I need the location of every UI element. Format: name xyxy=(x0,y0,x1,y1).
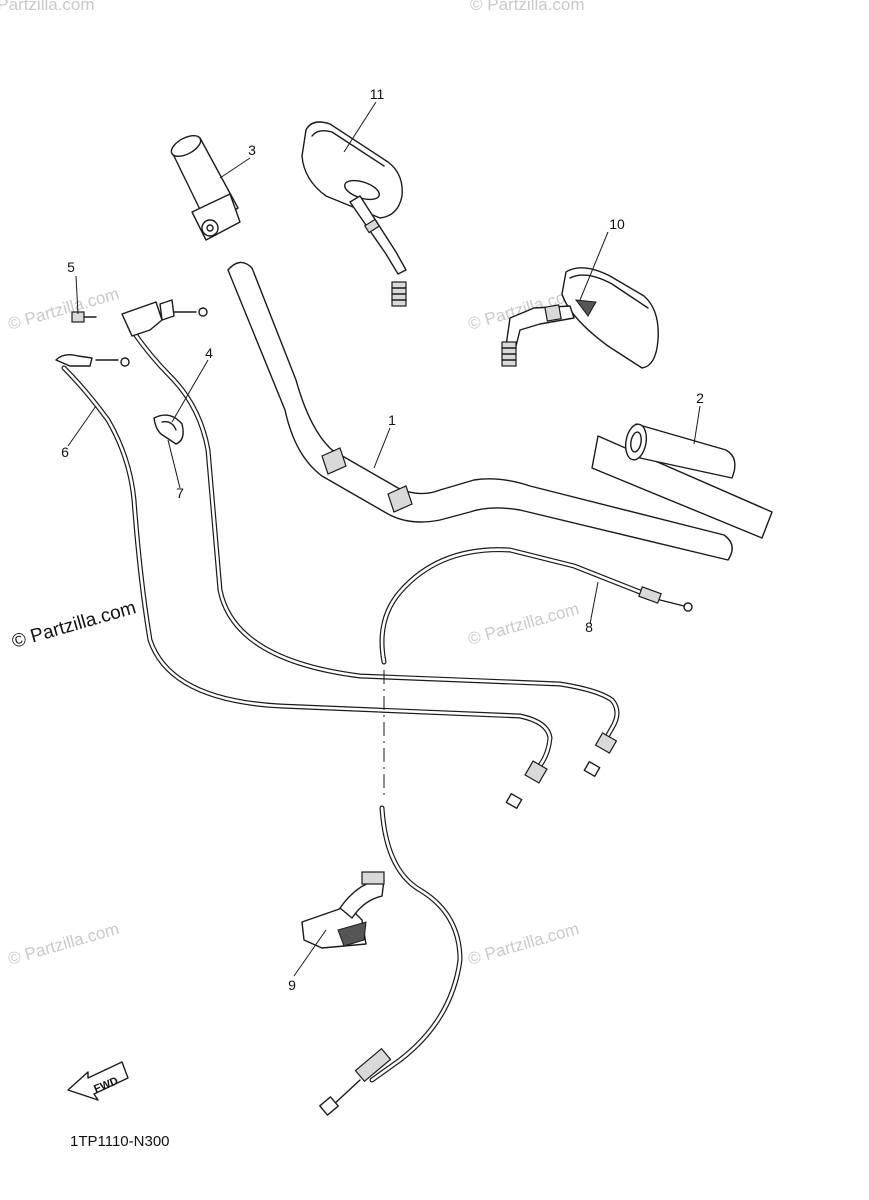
callout-numbers: 1 2 3 4 5 6 7 8 9 10 11 xyxy=(61,86,704,993)
clamp-part-7[interactable] xyxy=(153,414,184,445)
callout-1: 1 xyxy=(388,412,396,428)
throttle-cable-part-4[interactable] xyxy=(129,327,620,778)
clutch-cable-part-8[interactable] xyxy=(319,547,693,1116)
callout-3: 3 xyxy=(248,142,256,158)
mirror-right-part-10[interactable] xyxy=(501,267,659,369)
callout-9: 9 xyxy=(288,977,296,993)
throttle-cable-part-6[interactable] xyxy=(61,365,553,810)
grip-part-2[interactable] xyxy=(591,423,773,539)
watermark-middle-right: © Partzilla.com xyxy=(466,599,581,649)
watermark-upper-left: © Partzilla.com xyxy=(6,284,121,334)
callout-7: 7 xyxy=(176,485,184,501)
grip-part-3[interactable] xyxy=(168,131,241,241)
screw-part-5[interactable] xyxy=(71,311,97,323)
cable-fitting-upper xyxy=(55,299,208,367)
callout-6: 6 xyxy=(61,444,69,460)
callout-5: 5 xyxy=(67,259,75,275)
callout-2: 2 xyxy=(696,390,704,406)
lever-holder-part-9[interactable] xyxy=(301,871,385,949)
diagram-code: 1TP1110-N300 xyxy=(70,1133,170,1150)
forward-direction-arrow-icon: FWD xyxy=(67,1061,129,1101)
watermark-lower-right: © Partzilla.com xyxy=(466,919,581,969)
watermark-top-left: © Partzilla.com xyxy=(0,0,95,14)
callout-8: 8 xyxy=(585,619,593,635)
handlebar-part-1[interactable] xyxy=(227,261,733,561)
mirror-left-part-11[interactable] xyxy=(301,121,407,307)
watermark-lower-left: © Partzilla.com xyxy=(6,919,121,969)
callout-10: 10 xyxy=(609,216,625,232)
callout-11: 11 xyxy=(370,86,385,102)
watermark-top-right: © Partzilla.com xyxy=(470,0,585,14)
leader-lines xyxy=(67,101,701,977)
watermark-middle-left: © Partzilla.com xyxy=(10,597,139,652)
callout-4: 4 xyxy=(205,345,213,361)
